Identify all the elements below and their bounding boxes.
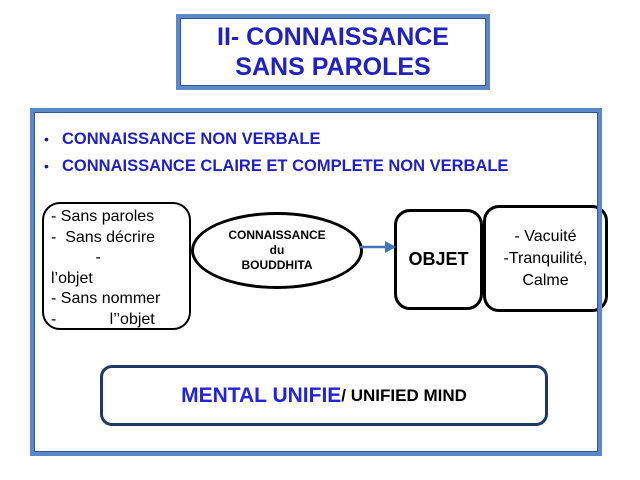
objet-box: OBJET (394, 209, 483, 310)
slide-title-box: II- CONNAISSANCE SANS PAROLES (176, 14, 490, 90)
mental-unifie-label: MENTAL UNIFIE (181, 383, 342, 407)
bullet-text: CONNAISSANCE CLAIRE ET COMPLETE NON VERB… (62, 157, 509, 175)
slide-title-line-1: II- CONNAISSANCE (217, 23, 449, 51)
right-arrow-icon (360, 241, 396, 253)
vacuite-box: - Vacuité -Tranquilité, Calme (483, 205, 608, 312)
mental-unifie-box: MENTAL UNIFIE/ UNIFIED MIND (100, 365, 548, 426)
objet-label: OBJET (408, 249, 469, 269)
ellipse-line-2: du (269, 243, 285, 257)
bullet-dot-icon: • (44, 131, 49, 147)
left-box-line: - Sans nommer (51, 290, 161, 307)
left-box-line: l’objet (51, 269, 93, 287)
bullet-dot-icon: • (44, 158, 49, 174)
left-box-line: - Sans décrire (51, 228, 156, 246)
left-box-line: - (51, 249, 101, 266)
bullet-item: • CONNAISSANCE CLAIRE ET COMPLETE NON VE… (44, 153, 584, 180)
ellipse-line-3: BOUDDHITA (241, 258, 313, 272)
unified-mind-label: / UNIFIED MIND (341, 385, 467, 405)
sans-paroles-box: - Sans paroles - Sans décrire - l’objet - S… (42, 202, 191, 330)
left-box-line: - Sans paroles (51, 208, 155, 225)
right-box-line: Calme (522, 271, 569, 289)
bullet-item: • CONNAISSANCE NON VERBALE (44, 126, 584, 153)
right-box-line: -Tranquilité, (503, 249, 588, 267)
right-box-line: - Vacuité (514, 227, 577, 245)
left-box-line: - l’’objet (51, 310, 155, 328)
ellipse-line-1: CONNAISSANCE (228, 228, 326, 242)
bullet-list: • CONNAISSANCE NON VERBALE • CONNAISSANC… (44, 126, 584, 180)
bullet-text: CONNAISSANCE NON VERBALE (62, 130, 321, 148)
slide-title-line-2: SANS PAROLES (235, 53, 431, 81)
connaissance-bouddhita-ellipse: CONNAISSANCE du BOUDDHITA (191, 212, 363, 289)
